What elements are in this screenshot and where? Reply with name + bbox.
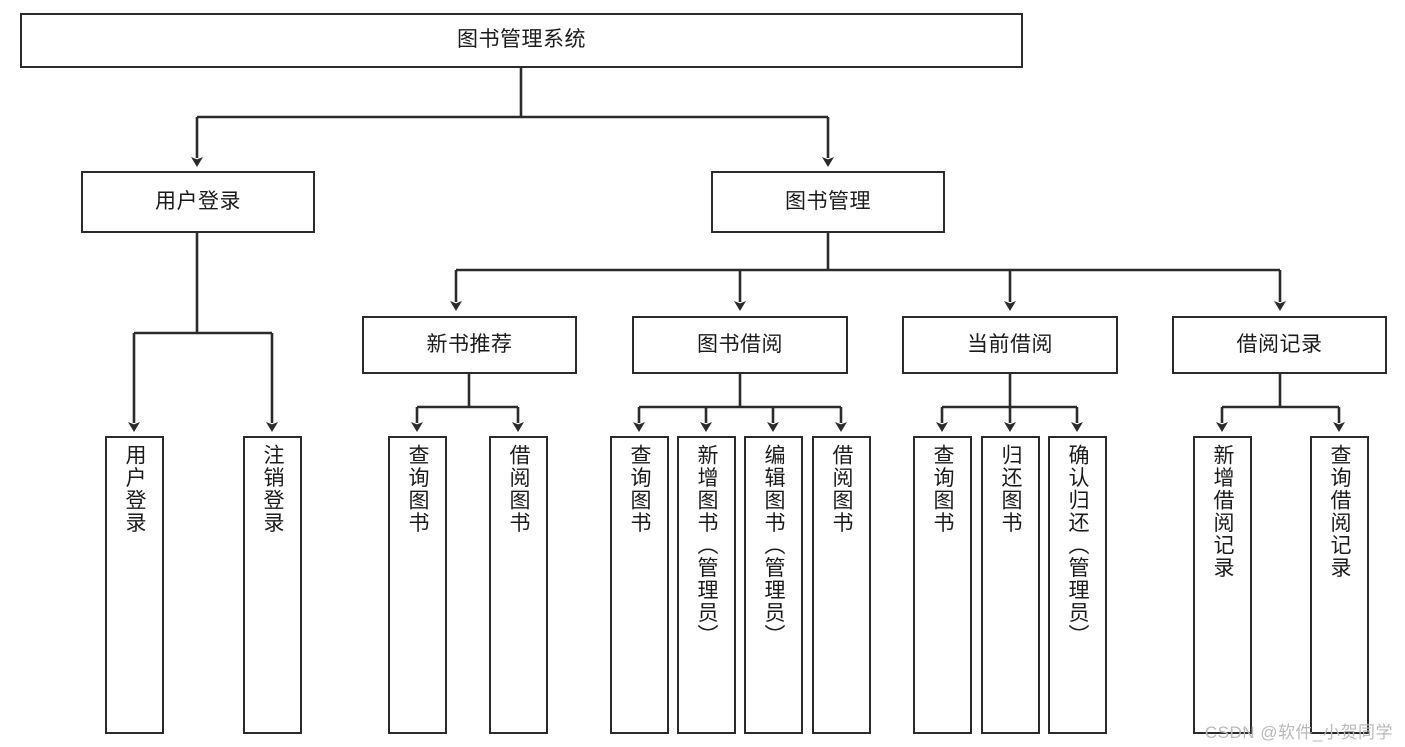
leaf-cb-return-book[interactable]: 归还图书 [981,436,1040,734]
leaf-br-query-record-label: 查询借阅记录 [1328,444,1351,579]
leaf-nb-borrow-book[interactable]: 借阅图书 [489,436,548,734]
leaf-nb-query-book[interactable]: 查询图书 [388,436,447,734]
leaf-bb-add-book[interactable]: 新增图书（管理员） [677,436,736,734]
node-borrow-record-label: 借阅记录 [1236,332,1323,356]
leaf-cb-query-book-label: 查询图书 [931,444,954,534]
leaf-cb-confirm-return[interactable]: 确认归还（管理员） [1048,436,1107,734]
node-book-borrow-label: 图书借阅 [697,332,783,356]
leaf-nb-query-book-label: 查询图书 [406,444,429,534]
leaf-bb-borrow-book[interactable]: 借阅图书 [812,436,871,734]
node-book-manage-label: 图书管理 [785,189,871,213]
node-current-borrow[interactable]: 当前借阅 [902,316,1118,374]
leaf-nb-borrow-book-label: 借阅图书 [507,444,530,534]
leaf-bb-edit-book-label: 编辑图书（管理员） [762,444,785,647]
leaf-bb-borrow-book-label: 借阅图书 [830,444,853,534]
node-book-borrow[interactable]: 图书借阅 [632,316,848,374]
leaf-logout-label: 注销登录 [261,444,284,534]
leaf-br-add-record-label: 新增借阅记录 [1211,444,1234,579]
node-user-login-label: 用户登录 [155,189,241,213]
leaf-br-add-record[interactable]: 新增借阅记录 [1193,436,1252,734]
leaf-bb-edit-book[interactable]: 编辑图书（管理员） [744,436,803,734]
leaf-logout[interactable]: 注销登录 [243,436,302,734]
leaf-bb-add-book-label: 新增图书（管理员） [695,444,718,647]
leaf-bb-query-book-label: 查询图书 [628,444,651,534]
node-user-login[interactable]: 用户登录 [81,171,315,233]
leaf-cb-return-book-label: 归还图书 [999,444,1022,534]
leaf-bb-query-book[interactable]: 查询图书 [610,436,669,734]
node-new-book-recommend[interactable]: 新书推荐 [362,316,577,374]
leaf-br-query-record[interactable]: 查询借阅记录 [1310,436,1369,734]
node-new-book-recommend-label: 新书推荐 [426,332,513,356]
node-root-label: 图书管理系统 [457,28,586,52]
node-borrow-record[interactable]: 借阅记录 [1172,316,1387,374]
node-root[interactable]: 图书管理系统 [20,13,1023,68]
leaf-user-login[interactable]: 用户登录 [105,436,164,734]
node-book-manage[interactable]: 图书管理 [711,171,945,233]
node-current-borrow-label: 当前借阅 [967,332,1053,356]
leaf-user-login-label: 用户登录 [123,444,146,534]
leaf-cb-confirm-return-label: 确认归还（管理员） [1066,444,1089,647]
leaf-cb-query-book[interactable]: 查询图书 [913,436,972,734]
